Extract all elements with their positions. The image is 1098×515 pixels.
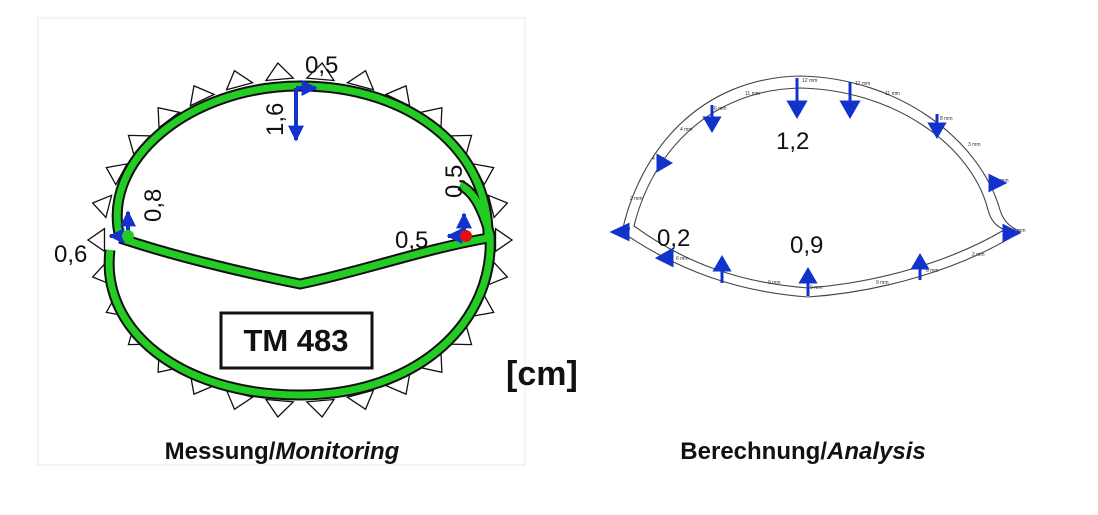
mm-label: 6 mm: [676, 256, 689, 262]
invert-arrow-head: [798, 267, 818, 284]
left-lower-value: 0,2: [657, 225, 690, 252]
profile-inner: [633, 87, 1006, 289]
top-vertical-value: 1,6: [262, 103, 289, 136]
profile-tooth: [494, 227, 514, 253]
right-vertical-value: 0,5: [441, 165, 468, 198]
lower-left-arrow-head: [654, 247, 674, 268]
profile-tooth: [305, 61, 336, 82]
crown-right-arrow-head: [839, 100, 861, 120]
analysis-caption: Berechnung/Analysis: [680, 438, 925, 465]
mm-label: 9 mm: [876, 280, 889, 286]
monitoring-panel: 0,5 1,6 0,8 0,6 0,5 0,5 TM 483 Messung/M…: [37, 17, 526, 466]
profile-tooth: [345, 69, 375, 91]
profile-tooth: [225, 69, 255, 91]
invert-right-arrow-head: [910, 253, 930, 270]
mm-label: 6 mm: [714, 106, 727, 112]
right-upper-arrow-head: [988, 173, 1008, 193]
mm-label: 9 mm: [810, 285, 823, 291]
right-spring-arrow-head: [1002, 223, 1022, 243]
mm-label: 12 mm: [855, 81, 870, 87]
profile-tooth: [487, 194, 509, 219]
profile-tooth: [86, 227, 106, 253]
unit-label: [cm]: [506, 355, 578, 393]
monitoring-caption: Messung/Monitoring: [165, 438, 400, 465]
mm-label: 2 mm: [972, 252, 985, 258]
profile-label-box: [219, 311, 374, 370]
mm-label: 11 mm: [885, 91, 900, 97]
upper-right-arrow-head: [927, 122, 947, 139]
mm-label: 12 mm: [802, 78, 817, 84]
profile-tooth: [305, 398, 336, 419]
profile-label: TM 483: [243, 323, 348, 358]
invert-left-arrow-head: [712, 255, 732, 272]
analysis-small-labels: 12 mm 12 mm 11 mm 11 mm 6 mm 8 mm 4 mm 3…: [622, 78, 1026, 291]
analysis-profile: [621, 75, 1021, 298]
crown-arrow-head: [786, 100, 808, 120]
mm-label: 9 mm: [768, 280, 781, 286]
mm-label: 3 mm: [968, 142, 981, 148]
left-spring-arrow-head: [609, 222, 630, 242]
left-vertical-value: 0,8: [140, 189, 167, 222]
right-horizontal-value: 0,5: [395, 227, 428, 254]
left-horizontal-value: 0,6: [54, 241, 87, 268]
mm-label: 2 mm: [630, 196, 643, 202]
mm-label: 4 mm: [680, 127, 693, 133]
mm-label: 2 mm: [1013, 228, 1026, 234]
right-measure-point: [460, 230, 472, 242]
left-upper-arrow-head: [656, 153, 673, 173]
profile-tooth: [264, 61, 295, 82]
profile-tooth: [264, 398, 295, 419]
mm-label: 6 mm: [926, 268, 939, 274]
mm-label: 8 mm: [940, 116, 953, 122]
analysis-arrows: [609, 78, 1022, 296]
deformed-profile-green: [105, 82, 494, 399]
analysis-panel: 12 mm 12 mm 11 mm 11 mm 6 mm 8 mm 4 mm 3…: [609, 75, 1026, 465]
ring-upper: [113, 82, 492, 288]
left-measure-point: [122, 230, 134, 242]
profile-outer: [621, 75, 1021, 298]
upper-left-arrow-head: [702, 116, 722, 133]
profile-tooth: [91, 194, 113, 219]
mm-label: 11 mm: [745, 91, 760, 97]
profile-tooth: [189, 84, 216, 107]
invert-value: 0,9: [790, 232, 823, 259]
crown-value: 1,2: [776, 128, 809, 155]
top-horizontal-value: 0,5: [305, 52, 338, 79]
monitoring-frame: [37, 17, 526, 466]
